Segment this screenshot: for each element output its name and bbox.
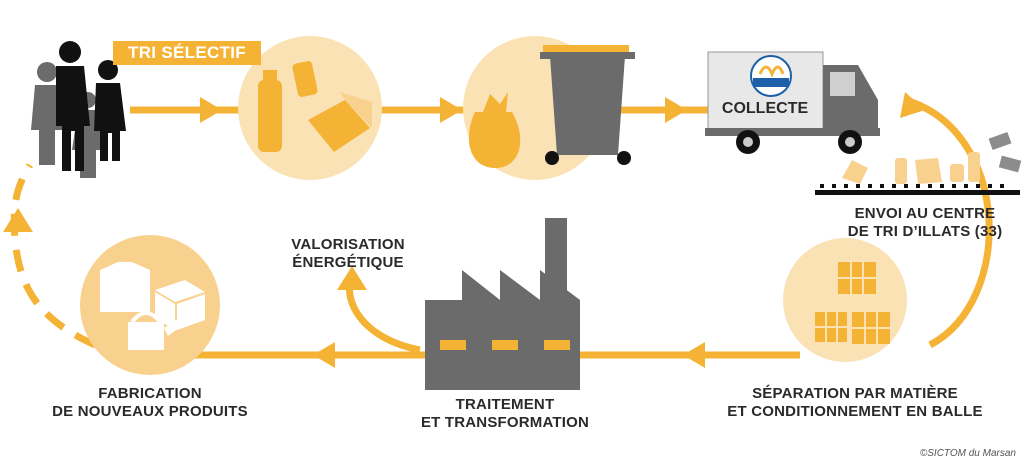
- tri-selectif-badge: TRI SÉLECTIF: [113, 41, 261, 65]
- conveyor-belt-icon: [815, 131, 1022, 195]
- arrow-right-icon: [665, 97, 687, 123]
- arrow-up-icon: [337, 266, 367, 290]
- arrow-down-icon: [900, 92, 925, 118]
- factory-icon: [425, 218, 580, 390]
- arrow-left-icon: [683, 342, 705, 368]
- recyclables-circle: [238, 36, 382, 180]
- bottle-icon: [258, 80, 282, 152]
- sictom-logo: [750, 55, 792, 97]
- traitement-label: TRAITEMENT ET TRANSFORMATION: [420, 396, 590, 431]
- fabrication-label: FABRICATION DE NOUVEAUX PRODUITS: [52, 385, 248, 420]
- envoi-label: ENVOI AU CENTRE DE TRI D’ILLATS (33): [847, 205, 1003, 240]
- collecte-label: COLLECTE: [721, 100, 809, 117]
- trash-bag-icon: [468, 112, 521, 168]
- flow-arrows: [3, 92, 925, 368]
- jacket-icon: [100, 262, 150, 312]
- arrow-up-icon: [3, 208, 33, 232]
- can-icon: [292, 61, 318, 97]
- arrow-left-icon: [313, 342, 335, 368]
- people-icon: [31, 41, 126, 178]
- collection-truck-icon: [705, 51, 880, 154]
- bales-circle: [783, 238, 907, 362]
- bin-circle: [463, 36, 635, 180]
- box-icon: [308, 100, 370, 152]
- new-products-circle: [80, 235, 220, 375]
- wheelie-bin-icon: [550, 56, 625, 155]
- arrow-right-icon: [200, 97, 222, 123]
- valorisation-label: VALORISATION ÉNERGÉTIQUE: [291, 236, 405, 271]
- watering-can-icon: [128, 308, 198, 350]
- arrow-right-icon: [440, 97, 462, 123]
- box-icon: [155, 280, 205, 302]
- separation-label: SÉPARATION PAR MATIÈRE ET CONDITIONNEMEN…: [727, 385, 983, 420]
- copyright-credit: ©SICTOM du Marsan: [919, 448, 1016, 459]
